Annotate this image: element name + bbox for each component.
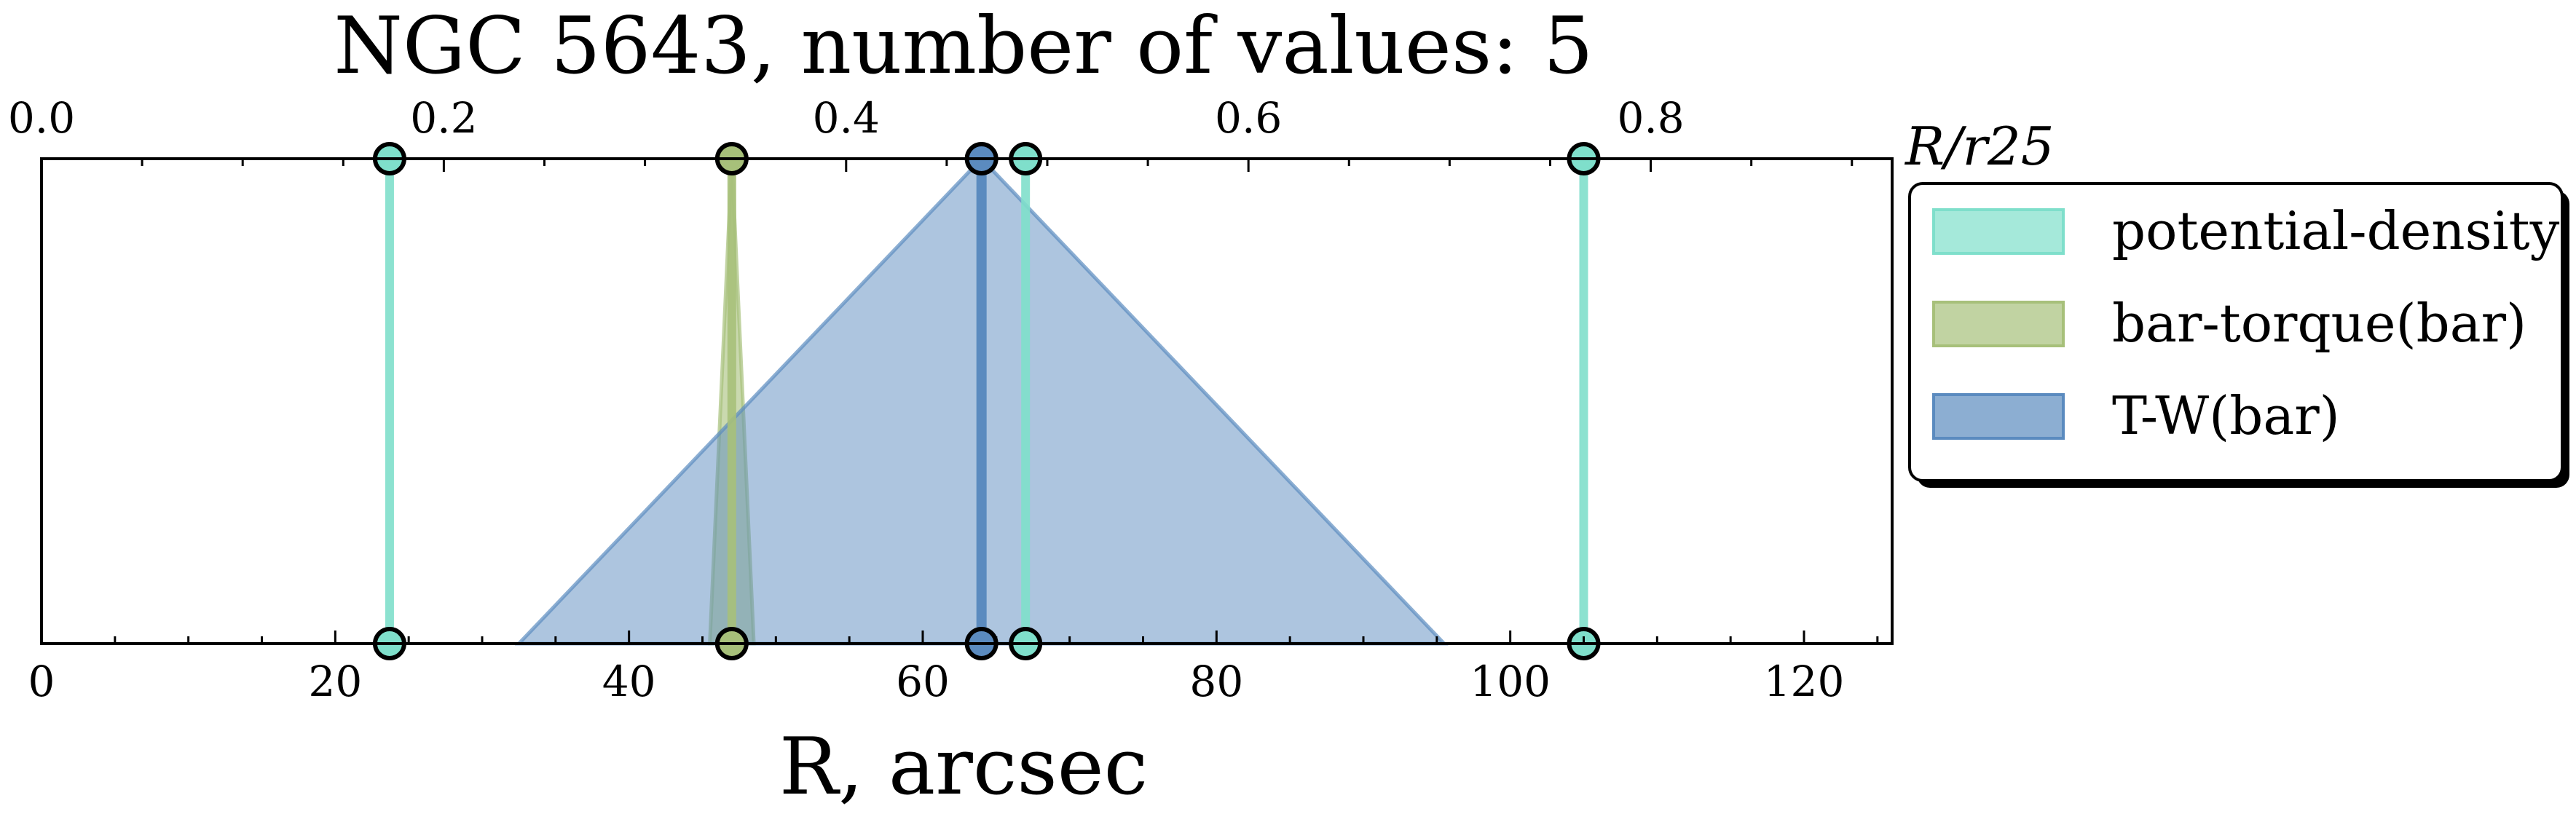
chart-title: NGC 5643, number of values: 5: [334, 1, 1593, 92]
legend-box: [1908, 182, 2564, 482]
x-tick-label: 20: [308, 657, 362, 706]
legend: potential-density bar-torque(bar) T-W(bar): [1908, 182, 2569, 488]
legend-label-0: potential-density: [2112, 200, 2560, 261]
x-top-axis-label: R/r25: [1904, 116, 2055, 177]
x-tick-label: 100: [1470, 657, 1551, 706]
x-top-tick-label: 0.6: [1215, 93, 1282, 143]
x-tick-label: 60: [896, 657, 950, 706]
x-tick-label: 40: [602, 657, 656, 706]
x-top-tick-label: 0.4: [813, 93, 880, 143]
plot-area: [372, 142, 1601, 660]
legend-swatch-1: [1932, 301, 2065, 347]
x-tick-label: 120: [1764, 657, 1845, 706]
x-axis-bottom: 0 20 40 60 80 100 120: [28, 631, 1879, 706]
x-axis-label: R, arcsec: [779, 722, 1148, 813]
x-tick-label: 0: [28, 657, 55, 706]
x-top-tick-label: 0.8: [1617, 93, 1684, 143]
plot-frame: [40, 157, 1894, 645]
x-top-tick-label: 0.0: [8, 93, 75, 143]
x-tick-label: 80: [1189, 657, 1243, 706]
legend-label-2: T-W(bar): [2112, 385, 2340, 446]
x-top-tick-label: 0.2: [410, 93, 477, 143]
x-axis-top: 0.0 0.2 0.4 0.6 0.8: [8, 93, 1854, 172]
legend-label-1: bar-torque(bar): [2112, 293, 2526, 354]
legend-swatch-2: [1932, 393, 2065, 440]
legend-swatch-0: [1932, 208, 2065, 255]
